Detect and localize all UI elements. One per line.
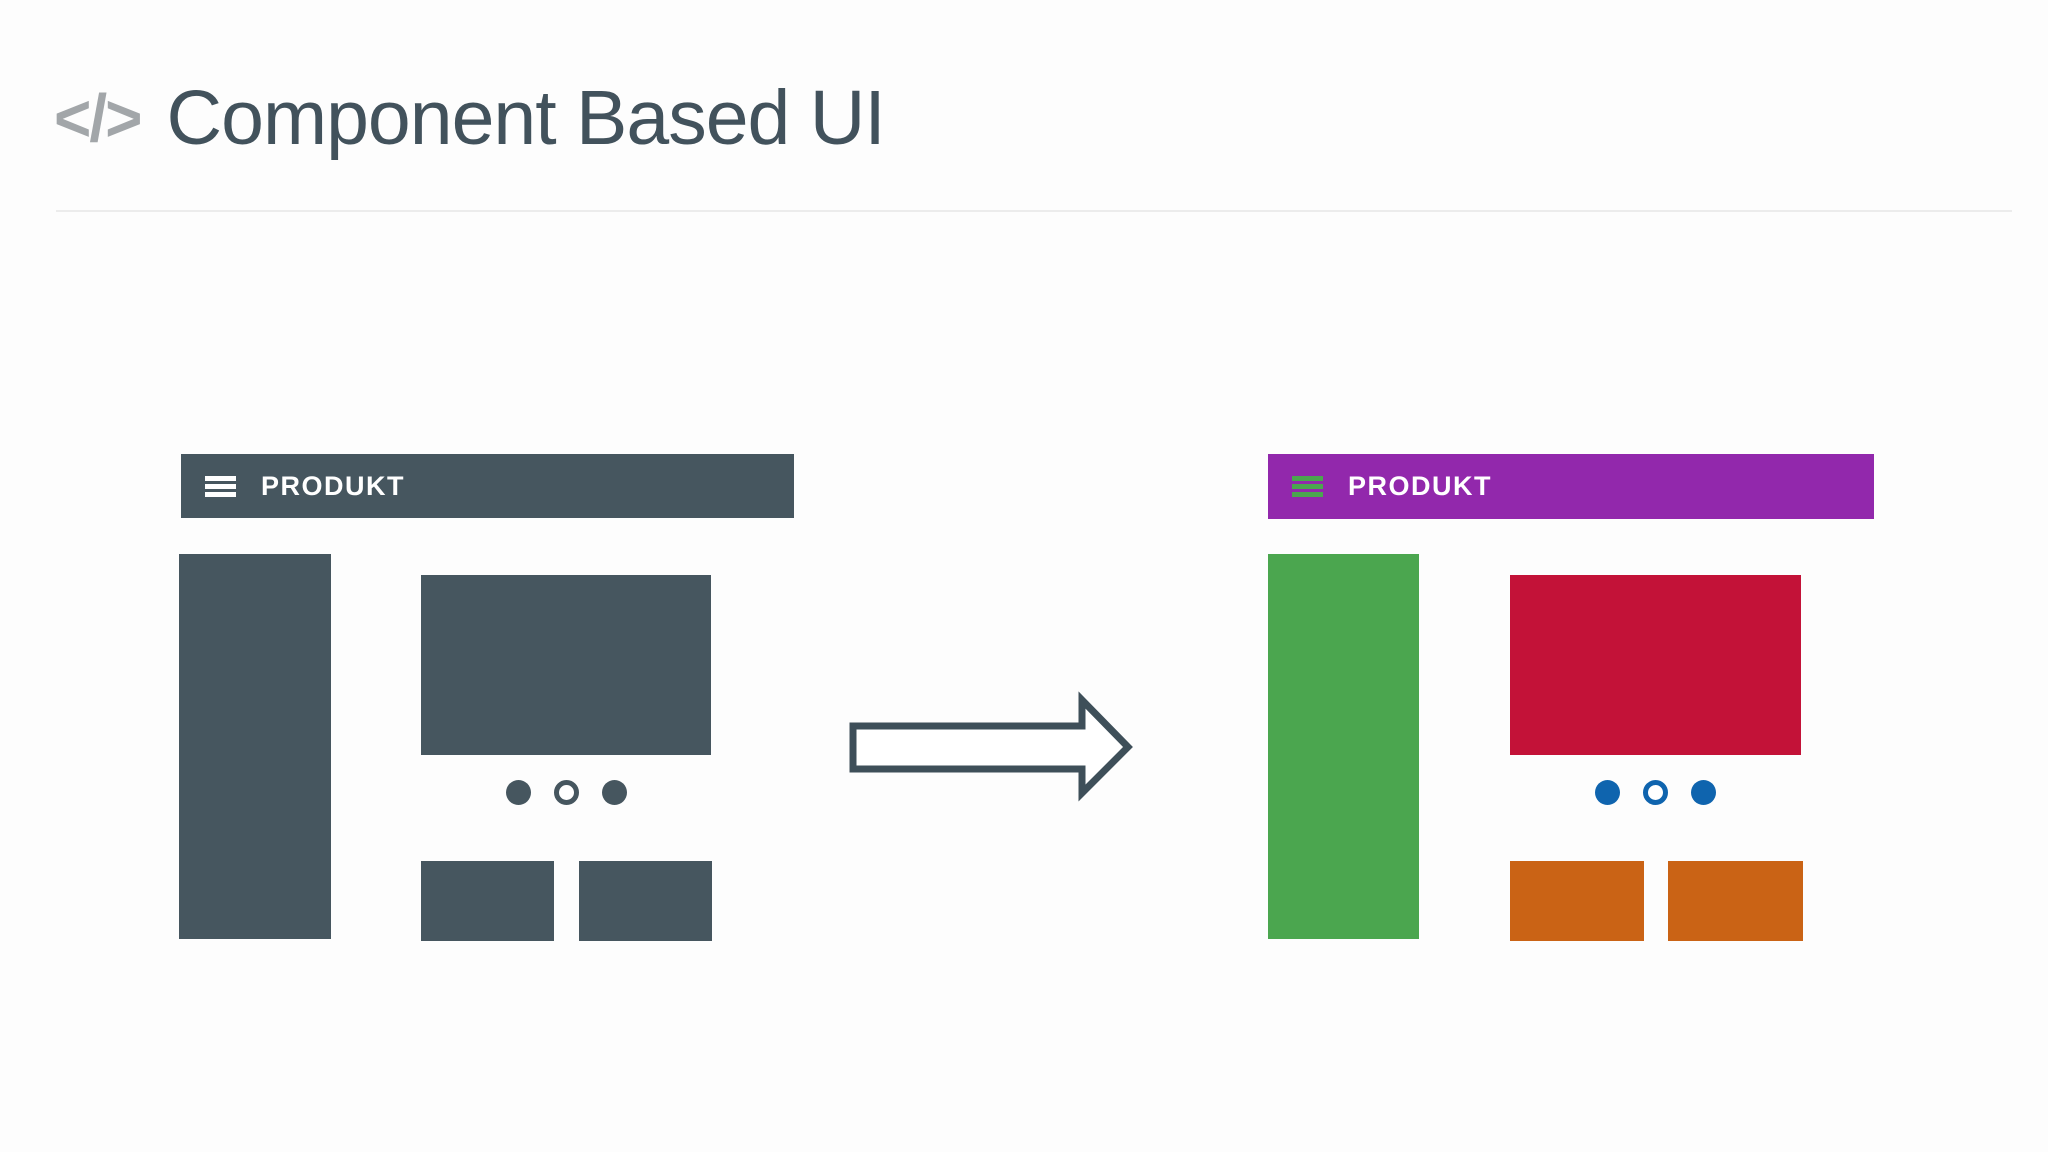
after-card-1	[1510, 861, 1644, 941]
wireframe-after: PRODUKT	[1266, 454, 1882, 941]
menu-bar	[1292, 476, 1323, 481]
hamburger-menu-icon	[205, 475, 236, 497]
before-carousel-dots	[421, 779, 711, 805]
carousel-dot-hollow	[553, 779, 579, 805]
wireframe-before: PRODUKT	[179, 454, 795, 941]
page-title: Component Based UI	[166, 74, 886, 161]
before-navbar-title: PRODUKT	[261, 470, 405, 501]
right-arrow-icon	[849, 691, 1133, 802]
page-header: </> Component Based UI	[54, 58, 886, 178]
carousel-dot	[601, 779, 627, 805]
carousel-dot	[1595, 779, 1620, 805]
menu-bar	[205, 475, 236, 481]
after-navbar-title: PRODUKT	[1348, 471, 1492, 501]
after-carousel-dots	[1510, 779, 1801, 805]
before-sidebar-block	[179, 554, 331, 939]
before-card-2	[579, 861, 712, 941]
menu-bar	[1292, 492, 1323, 497]
arrow-shape	[849, 691, 1133, 802]
menu-bar	[205, 491, 236, 497]
before-hero-block	[421, 575, 711, 755]
carousel-dot	[1691, 779, 1716, 805]
after-sidebar-block	[1268, 554, 1419, 939]
after-navbar: PRODUKT	[1268, 454, 1874, 519]
header-divider	[56, 210, 2012, 212]
code-icon: </>	[54, 80, 143, 156]
after-hero-block	[1510, 575, 1801, 755]
before-card-1	[421, 861, 554, 941]
transform-arrow	[845, 690, 1140, 805]
before-navbar: PRODUKT	[181, 454, 794, 518]
menu-bar	[1292, 484, 1323, 489]
carousel-dot-hollow	[1643, 779, 1668, 805]
carousel-dot	[505, 779, 531, 805]
after-card-2	[1668, 861, 1803, 941]
menu-bar	[205, 483, 236, 489]
hamburger-menu-icon	[1292, 476, 1323, 497]
